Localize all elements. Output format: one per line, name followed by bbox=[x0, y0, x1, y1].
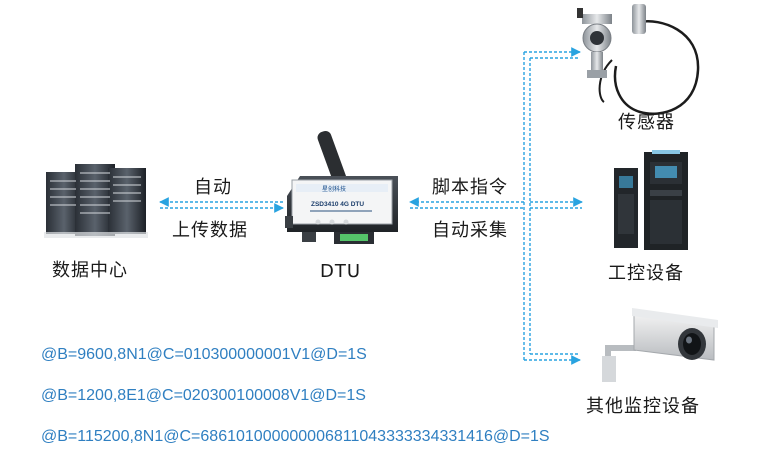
security-camera-icon bbox=[602, 308, 718, 382]
link-label-script-command: 脚本指令 bbox=[432, 177, 508, 198]
dtu-device-icon: 星创科技 ZSD3410 4G DTU bbox=[285, 130, 398, 244]
connection-arrows bbox=[159, 47, 583, 365]
label-dtu: DTU bbox=[320, 261, 362, 282]
command-line-2: @B=1200,8E1@C=020300100008V1@D=1S bbox=[41, 387, 366, 404]
link-label-auto: 自动 bbox=[194, 177, 232, 198]
dtu-brand-text: 星创科技 bbox=[322, 185, 346, 193]
link-label-upload: 上传数据 bbox=[172, 220, 248, 241]
dtu-model-text: ZSD3410 4G DTU bbox=[311, 201, 364, 208]
label-sensor: 传感器 bbox=[618, 112, 675, 133]
command-line-1: @B=9600,8N1@C=010300000001V1@D=1S bbox=[41, 346, 367, 363]
command-line-3: @B=115200,8N1@C=686101000000006811043333… bbox=[41, 428, 550, 445]
server-rack-icon bbox=[44, 164, 148, 238]
plc-cabinet-icon bbox=[614, 150, 688, 250]
label-data-center: 数据中心 bbox=[52, 260, 128, 281]
label-monitoring-devices: 其他监控设备 bbox=[586, 396, 700, 417]
link-label-auto-collect: 自动采集 bbox=[432, 220, 508, 241]
label-industrial-control: 工控设备 bbox=[608, 263, 684, 284]
pressure-transmitter-icon bbox=[577, 4, 700, 116]
